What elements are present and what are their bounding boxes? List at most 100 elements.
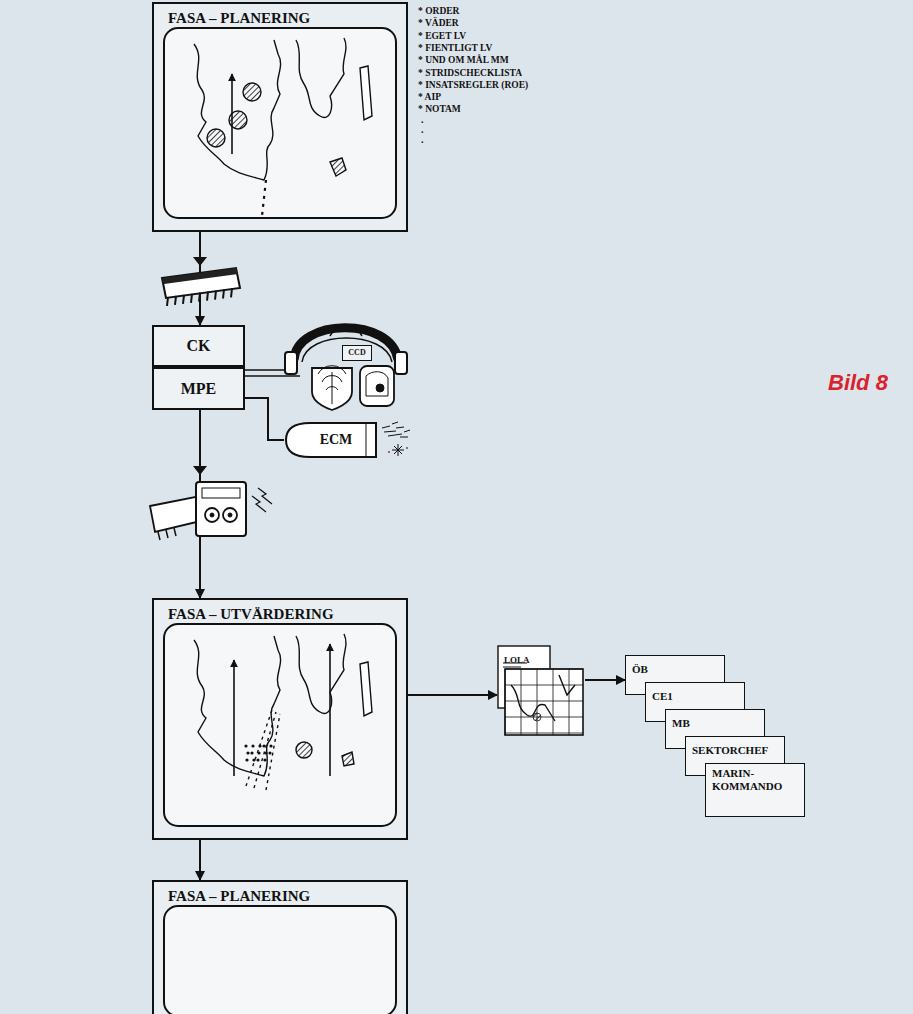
cockpit-illustration xyxy=(294,328,398,360)
map-and-report xyxy=(533,713,541,721)
data-link-lightning xyxy=(252,496,266,512)
screen-illustration xyxy=(262,744,265,747)
screen-illustration xyxy=(330,158,346,176)
figure-number: Bild 8 xyxy=(828,370,888,396)
cockpit-illustration xyxy=(376,384,384,392)
screen-illustration xyxy=(233,660,235,776)
unit-box: CCD xyxy=(342,345,372,361)
memory-chip xyxy=(207,292,208,301)
continuation-dot: . xyxy=(421,124,424,135)
screen-illustration xyxy=(360,662,372,716)
cassette-recorder xyxy=(158,528,176,540)
cockpit-illustration xyxy=(285,326,407,410)
screen-illustration xyxy=(164,624,396,826)
screen-illustration xyxy=(258,744,261,747)
screen-illustration xyxy=(207,129,225,147)
memory-chip xyxy=(167,297,168,306)
arrow-head xyxy=(193,466,207,475)
unit-label: LOLA xyxy=(504,656,530,666)
pod-outline xyxy=(366,423,367,457)
unit-label: MB xyxy=(672,717,690,730)
unit-label: MARIN- KOMMANDO xyxy=(712,767,798,792)
report-document: LOLA xyxy=(497,645,585,737)
unit-label: CK xyxy=(187,337,211,355)
jamming-sparkle xyxy=(382,422,410,437)
screen-illustration xyxy=(229,111,247,129)
cockpit-illustration xyxy=(395,352,407,374)
screen-illustration xyxy=(250,751,253,754)
screen-illustration xyxy=(296,742,312,758)
memory-chip xyxy=(223,290,224,299)
screen-illustration xyxy=(154,600,406,838)
screen-illustration xyxy=(342,752,354,766)
flow-arrow xyxy=(585,679,625,681)
wire xyxy=(245,398,284,440)
unit-label: ÖB xyxy=(632,663,648,676)
screen-illustration xyxy=(252,758,255,761)
unit-label: CE1 xyxy=(652,690,673,703)
phase-title: FASA – PLANERING xyxy=(168,10,310,27)
flow-arrow xyxy=(199,840,201,880)
screen-illustration xyxy=(256,758,259,761)
memory-chip xyxy=(199,293,200,302)
map-and-report xyxy=(505,701,583,702)
memory-chip xyxy=(167,288,232,306)
jamming-sparkle xyxy=(388,444,408,456)
continuation-dot: . xyxy=(421,134,424,145)
data-link-lightning xyxy=(252,488,272,512)
screen-illustration xyxy=(194,634,372,790)
cockpit-illustration xyxy=(330,326,362,336)
screen-illustration xyxy=(154,4,406,230)
unit-label: SEKTORCHEF xyxy=(692,744,768,757)
screen-illustration xyxy=(296,38,346,117)
list-item: * VÄDER xyxy=(418,18,459,28)
cassette-recorder xyxy=(205,508,219,522)
map-and-report xyxy=(505,685,583,686)
cassette-recorder xyxy=(228,513,232,517)
screen-illustration xyxy=(194,40,281,180)
unit-box: MPE xyxy=(152,367,245,410)
screen-illustration xyxy=(164,28,396,218)
list-item: * AIP xyxy=(418,92,441,102)
wire xyxy=(245,362,290,370)
screen-illustration xyxy=(329,644,331,776)
map-and-report xyxy=(511,675,575,721)
screen-illustration xyxy=(245,758,248,761)
list-item: * FIENTLIGT LV xyxy=(418,43,492,53)
screen-illustration xyxy=(251,744,254,747)
wire xyxy=(245,375,300,377)
memory-chip xyxy=(162,268,238,284)
list-item: * STRIDSCHECKLISTA xyxy=(418,68,522,78)
cassette-recorder xyxy=(196,482,246,536)
screen-illustration xyxy=(164,906,396,1014)
memory-chip xyxy=(175,296,176,305)
screen-illustration xyxy=(244,744,247,747)
jamming-sparkle xyxy=(382,422,410,456)
map-and-report xyxy=(505,669,506,735)
list-item: * NOTAM xyxy=(418,104,461,114)
recipient-card: MARIN- KOMMANDO xyxy=(705,763,805,817)
continuation-dot: . xyxy=(421,114,424,125)
unit-box: CK xyxy=(152,325,245,367)
map-and-report xyxy=(553,669,554,735)
memory-chip xyxy=(183,295,184,304)
memory-chip xyxy=(162,268,240,298)
memory-chip xyxy=(215,291,216,300)
memory-chip xyxy=(162,268,240,306)
screen-illustration xyxy=(269,744,272,747)
memory-chip xyxy=(231,288,232,297)
phase-screen: FASA – UTVÄRDERING xyxy=(152,598,408,840)
map-and-report xyxy=(569,669,570,735)
screen-illustration xyxy=(194,636,281,776)
flow-arrow xyxy=(408,694,497,696)
screen-illustration xyxy=(263,758,266,761)
map-and-report xyxy=(537,669,538,735)
pod-outline xyxy=(286,423,376,457)
list-item: * INSATSREGLER (ROE) xyxy=(418,80,528,90)
map-and-report xyxy=(505,669,583,670)
screen-illustration xyxy=(360,66,372,120)
